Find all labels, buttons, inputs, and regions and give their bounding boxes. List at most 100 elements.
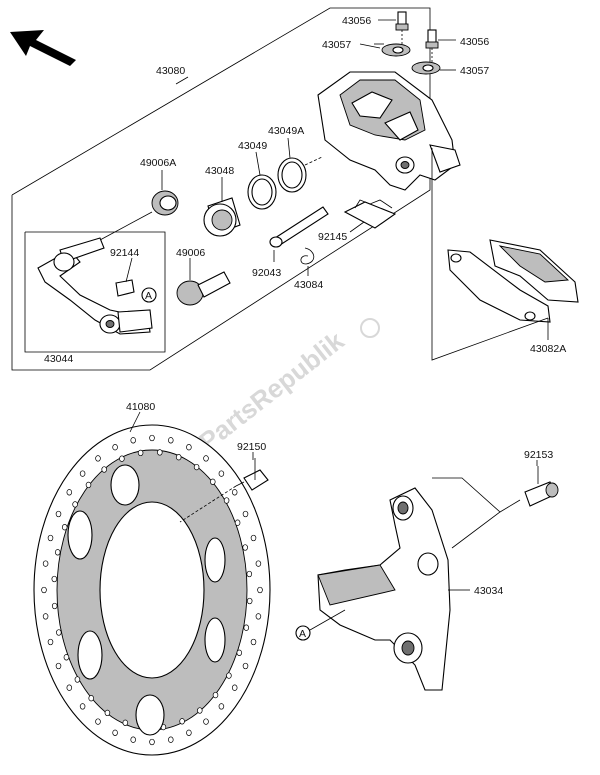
label-43049a: 43049A bbox=[268, 125, 304, 137]
label-49006a: 49006A bbox=[140, 157, 176, 169]
disc-hole bbox=[203, 718, 209, 725]
disc-hole bbox=[72, 501, 78, 508]
disc-hole bbox=[42, 613, 49, 620]
bracket-bolt bbox=[524, 466, 559, 507]
disc-hole bbox=[231, 684, 238, 691]
reference-a-lower: A bbox=[299, 628, 306, 640]
leader-lines bbox=[125, 19, 538, 591]
disc-hole bbox=[255, 560, 262, 567]
disc-hole bbox=[63, 654, 70, 661]
disc-hole bbox=[51, 602, 58, 610]
caliper-mounting-bracket bbox=[317, 477, 521, 691]
disc-hole bbox=[79, 470, 86, 477]
disc-hole bbox=[257, 586, 263, 594]
disc-hole bbox=[74, 676, 81, 683]
disc-hole bbox=[210, 478, 216, 485]
bracket-pad-spring bbox=[115, 279, 135, 297]
label-92153: 92153 bbox=[524, 449, 553, 461]
disc-hole bbox=[122, 719, 129, 726]
label-43056-right: 43056 bbox=[460, 36, 489, 48]
piston-seal bbox=[247, 174, 277, 210]
disc-hole bbox=[246, 597, 253, 605]
label-92150: 92150 bbox=[237, 441, 266, 453]
slide-pin-boot-upper bbox=[99, 190, 179, 241]
disc-hole bbox=[112, 444, 118, 451]
disc-hole bbox=[243, 624, 250, 631]
caliper-bracket bbox=[37, 237, 153, 335]
label-43049: 43049 bbox=[238, 140, 267, 152]
part-labels: 43056 43056 43057 43057 43080 43049A 430… bbox=[44, 15, 566, 597]
disc-hole bbox=[79, 703, 86, 710]
disc-hole bbox=[218, 703, 225, 710]
label-92145: 92145 bbox=[318, 231, 347, 243]
disc-hole bbox=[112, 729, 118, 736]
disc-hole bbox=[168, 437, 174, 444]
disc-hole bbox=[250, 534, 257, 542]
piston bbox=[203, 197, 241, 237]
brake-disc bbox=[33, 424, 271, 756]
disc-hole bbox=[242, 662, 249, 670]
disc-hole bbox=[54, 549, 61, 556]
disc-hole bbox=[51, 575, 58, 583]
disc-hole bbox=[231, 489, 238, 496]
brake-pads bbox=[431, 148, 579, 361]
bleed-cap-right bbox=[411, 61, 441, 75]
disc-bolt bbox=[179, 458, 269, 523]
label-43084: 43084 bbox=[294, 279, 323, 291]
watermark-logo-icon bbox=[360, 318, 380, 338]
reference-marker-a-lower: A bbox=[295, 609, 346, 641]
disc-hole bbox=[41, 586, 47, 594]
disc-hole bbox=[250, 638, 257, 646]
disc-hole bbox=[137, 449, 144, 457]
label-92043: 92043 bbox=[252, 267, 281, 279]
disc-hole bbox=[193, 463, 200, 471]
label-43056-left: 43056 bbox=[342, 15, 371, 27]
disc-hole bbox=[101, 466, 107, 473]
watermark-text: PartsRepublik bbox=[193, 325, 350, 457]
disc-hole bbox=[42, 560, 49, 567]
direction-arrow-icon bbox=[10, 30, 76, 66]
disc-hole bbox=[218, 470, 225, 477]
disc-hole bbox=[104, 709, 111, 717]
disc-hole bbox=[66, 684, 73, 691]
disc-hole bbox=[157, 449, 163, 456]
disc-hole bbox=[234, 519, 241, 526]
disc-hole bbox=[168, 736, 174, 743]
reference-a-upper: A bbox=[145, 290, 152, 302]
label-43080: 43080 bbox=[156, 65, 185, 77]
disc-hole bbox=[242, 510, 249, 518]
disc-hole bbox=[47, 534, 54, 542]
disc-holes bbox=[41, 434, 263, 746]
disc-hole bbox=[255, 613, 262, 620]
disc-hole bbox=[226, 672, 232, 679]
label-43057-left: 43057 bbox=[322, 39, 351, 51]
bleed-screw-right bbox=[425, 29, 439, 62]
disc-hole bbox=[95, 718, 101, 725]
dust-seal bbox=[277, 157, 307, 193]
disc-hole bbox=[149, 738, 155, 746]
disc-hole bbox=[55, 662, 62, 670]
label-49006: 49006 bbox=[176, 247, 205, 259]
disc-hole bbox=[175, 454, 182, 461]
disc-hole bbox=[130, 736, 136, 743]
bleed-screw-left bbox=[395, 11, 409, 44]
disc-hole bbox=[47, 638, 54, 646]
disc-hole bbox=[197, 707, 203, 714]
disc-hole bbox=[223, 497, 230, 504]
disc-hole bbox=[85, 481, 92, 489]
label-92144: 92144 bbox=[110, 247, 139, 259]
label-43034: 43034 bbox=[474, 585, 503, 597]
caliper-body bbox=[317, 71, 461, 191]
disc-hole bbox=[212, 691, 219, 699]
label-43048: 43048 bbox=[205, 165, 234, 177]
disc-hole bbox=[203, 455, 209, 462]
bracket-subframe bbox=[24, 231, 166, 353]
slide-pin-boot-lower bbox=[176, 271, 231, 306]
pad-spring bbox=[343, 199, 397, 229]
disc-hole bbox=[186, 444, 192, 451]
watermark: PartsRepublik bbox=[193, 318, 380, 457]
label-41080: 41080 bbox=[126, 401, 155, 413]
disc-hole bbox=[236, 649, 243, 656]
disc-hole bbox=[66, 489, 73, 496]
